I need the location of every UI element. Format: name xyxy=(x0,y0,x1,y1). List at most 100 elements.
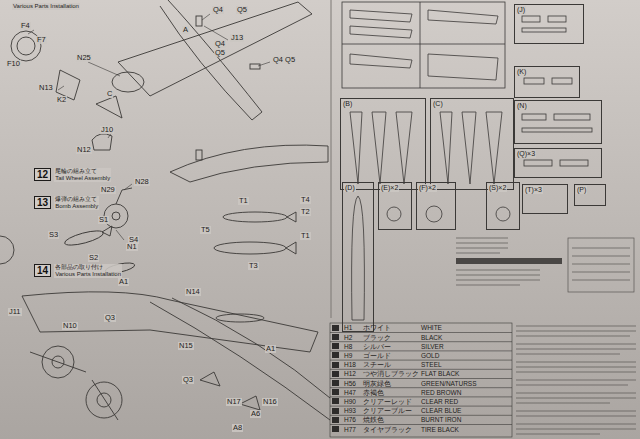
sprue-art xyxy=(486,112,502,184)
part-number: J13 xyxy=(230,34,244,42)
table-cell: つや消しブラック xyxy=(362,370,420,377)
sprue-frame: (E)×2 xyxy=(378,182,412,230)
sprue-letter: (C) xyxy=(432,100,444,108)
sprue-art xyxy=(496,207,510,221)
part-number: A1 xyxy=(118,278,129,286)
notes-block xyxy=(456,243,508,244)
notes-block xyxy=(456,258,562,264)
sprue-frame: (N) xyxy=(514,100,602,144)
color-code-square xyxy=(332,362,339,368)
bomb-figure xyxy=(223,212,287,222)
fine-print xyxy=(516,344,636,345)
table-cell: H47 xyxy=(343,389,357,396)
aircraft-underside-view xyxy=(86,382,122,418)
part-number: S4 xyxy=(128,236,139,244)
aircraft-top-view xyxy=(17,37,35,55)
part-number: N29 xyxy=(100,186,116,194)
table-cell: WHITE xyxy=(420,324,443,331)
bomb-figure xyxy=(63,228,104,248)
part-number: J11 xyxy=(8,308,22,316)
sprue-frame: (C) xyxy=(430,98,514,190)
table-cell: GREEN/NATURSS xyxy=(420,380,478,387)
sprue-frame: (S)×2 xyxy=(486,182,520,230)
table-cell: H93 xyxy=(343,407,357,414)
part-number: Q5 xyxy=(236,6,248,14)
sprue-frame: (Q)×3 xyxy=(514,148,602,178)
sprue-art xyxy=(428,54,498,80)
table-cell: CLEAR BLUE xyxy=(420,407,462,414)
sprue-art xyxy=(426,206,442,222)
table-cell: クリアーブルー xyxy=(362,407,413,414)
sprue-letter: (B) xyxy=(342,100,353,108)
sprue-letter: (F)×2 xyxy=(418,184,437,192)
sprue-art xyxy=(522,16,540,22)
part-number: Q3 xyxy=(182,376,194,384)
step-heading: 14各部品の取り付けVarious Parts Installation xyxy=(34,264,122,278)
sprue-art xyxy=(350,54,412,68)
tail-wheel-figure xyxy=(104,145,328,228)
aircraft-top-view xyxy=(112,72,144,92)
sprue-letter: (Q)×3 xyxy=(516,150,536,158)
fine-print xyxy=(516,336,630,337)
sprue-art xyxy=(428,10,498,24)
fine-print xyxy=(516,393,636,394)
step-title: 尾輪の組み立てTail Wheel Assembly xyxy=(54,168,111,182)
page-fold xyxy=(331,0,332,318)
sprue-art xyxy=(560,160,588,166)
leader-line xyxy=(58,86,64,90)
notes-block xyxy=(572,280,630,281)
part-number: N15 xyxy=(178,342,194,350)
color-code-square xyxy=(332,343,339,349)
part-number: T4 xyxy=(300,196,311,204)
color-code-square xyxy=(332,371,339,377)
sprue-art xyxy=(420,2,421,88)
step-title: 各部品の取り付けVarious Parts Installation xyxy=(54,264,122,278)
color-code-square xyxy=(332,389,339,395)
sprue-letter: (J) xyxy=(516,6,526,14)
table-cell: RED BROWN xyxy=(420,389,462,396)
sprue-art xyxy=(554,114,590,120)
sprue-art xyxy=(524,78,544,84)
part-number: N17 xyxy=(226,398,242,406)
color-code-square xyxy=(332,408,339,414)
table-cell: H1 xyxy=(343,324,353,331)
table-cell: BLACK xyxy=(420,334,443,341)
sprue-frame: (P) xyxy=(574,184,606,206)
part-number: Q4 Q5 xyxy=(272,56,296,64)
table-cell: H12 xyxy=(343,370,357,377)
leader-line xyxy=(28,14,270,240)
notes-block xyxy=(456,238,508,239)
step-heading: 12尾輪の組み立てTail Wheel Assembly xyxy=(34,168,111,182)
color-table-grid xyxy=(330,369,512,370)
aircraft-underside-view xyxy=(0,236,14,264)
sprue-art xyxy=(440,112,452,184)
part-number: F7 xyxy=(36,36,47,44)
sprue-art xyxy=(350,10,412,22)
sprue-art xyxy=(342,44,505,45)
table-cell: H18 xyxy=(343,361,357,368)
sprue-art xyxy=(524,160,552,166)
fine-print xyxy=(516,411,636,412)
color-code-square xyxy=(332,352,339,358)
bomb-figure xyxy=(286,242,296,254)
table-cell: シルバー xyxy=(362,343,392,350)
aircraft-underside-view xyxy=(30,352,118,420)
notes-block xyxy=(572,272,630,273)
color-code-square xyxy=(332,417,339,423)
aircraft-top-view xyxy=(160,0,262,120)
sprue-art xyxy=(350,26,412,38)
aircraft-underside-view xyxy=(0,236,330,420)
aircraft-top-view xyxy=(11,0,312,150)
notes-block xyxy=(568,238,634,292)
sprue-art xyxy=(352,196,365,320)
color-table-grid xyxy=(330,387,512,388)
fine-print xyxy=(516,416,636,417)
table-cell: TIRE BLACK xyxy=(420,426,460,433)
step-title-line: Tail Wheel Assembly xyxy=(55,175,110,182)
table-cell: SILVER xyxy=(420,343,445,350)
table-cell: BURNT IRON xyxy=(420,416,462,423)
color-code-square xyxy=(332,380,339,386)
sprue-art xyxy=(462,112,476,184)
